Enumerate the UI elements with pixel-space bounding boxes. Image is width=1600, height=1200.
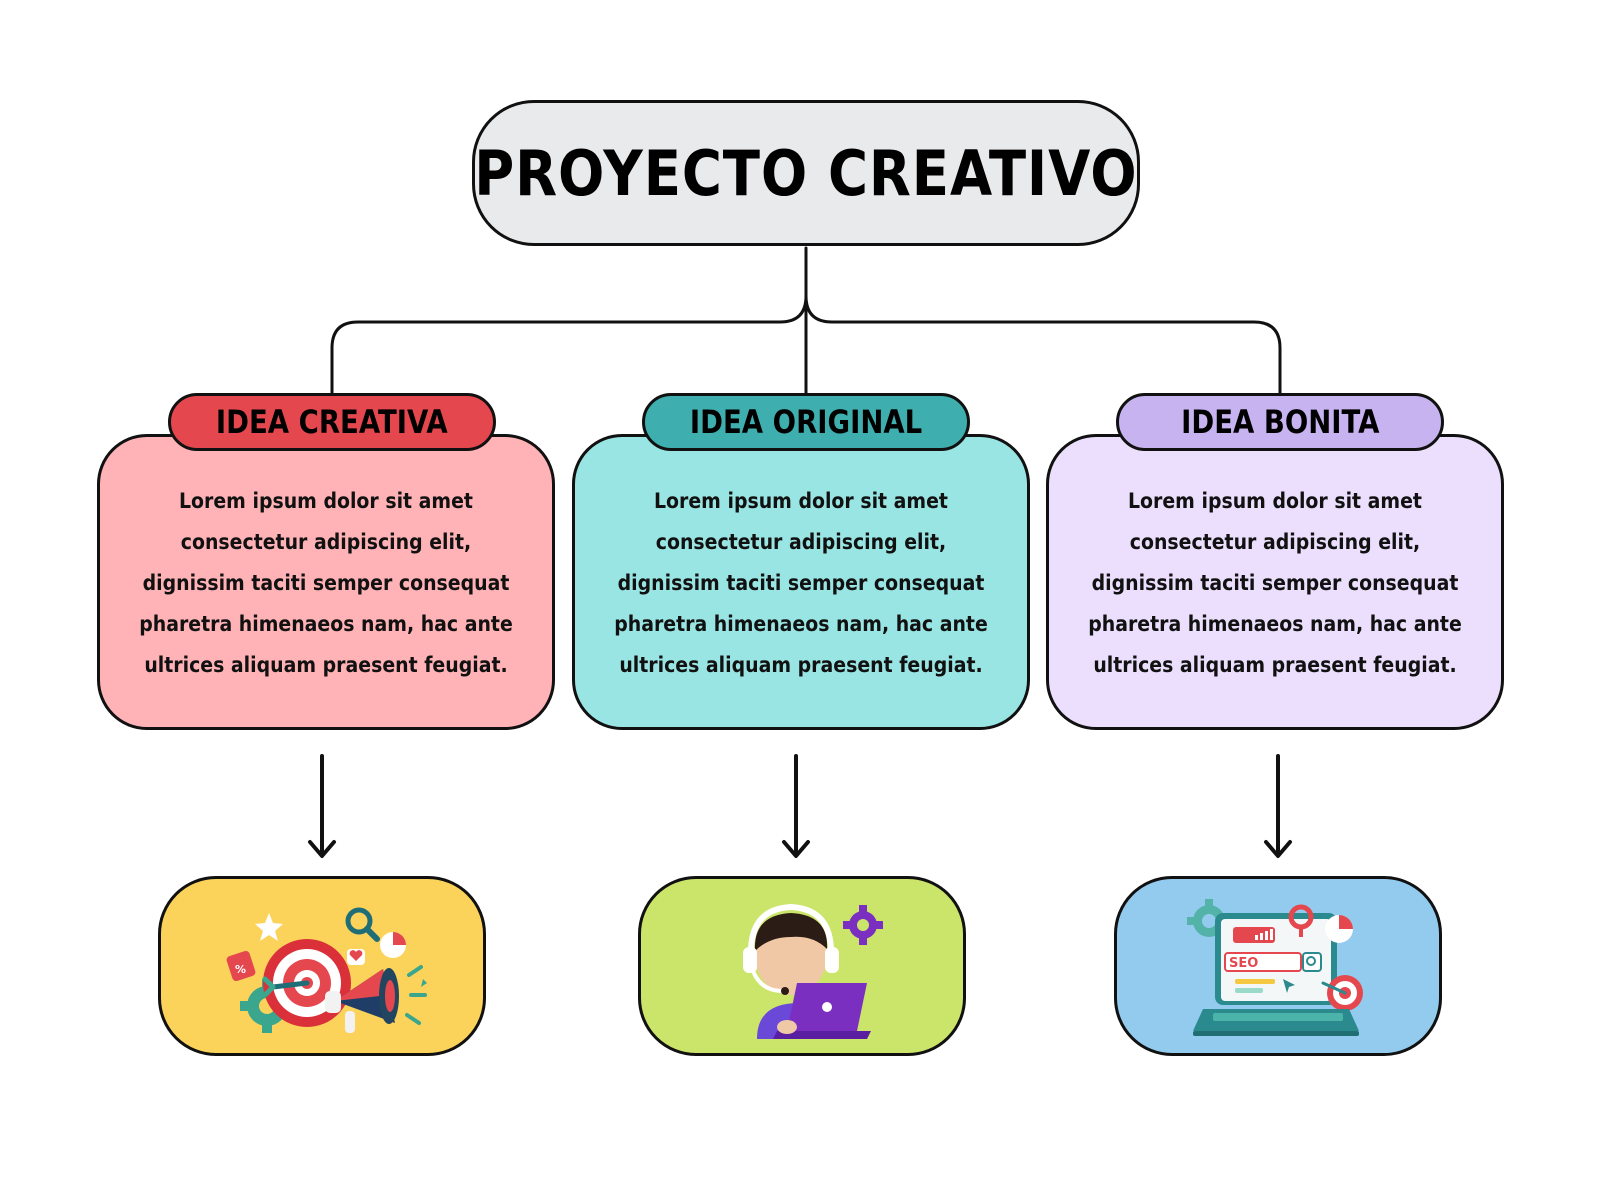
arrow-down-right <box>1264 754 1292 858</box>
icon-box-marketing: % <box>158 876 486 1056</box>
support-agent-laptop-icon <box>743 903 883 1039</box>
arrow-down-center <box>782 754 810 858</box>
card-label-idea-original: IDEA ORIGINAL <box>642 393 970 451</box>
percent-label: % <box>235 963 246 976</box>
arrow-down-left <box>308 754 336 858</box>
title-node: PROYECTO CREATIVO <box>472 100 1140 246</box>
seo-label: SEO <box>1229 956 1258 971</box>
card-label-idea-bonita: IDEA BONITA <box>1116 393 1444 451</box>
icon-box-seo: SEO <box>1114 876 1442 1056</box>
branch-connector-right <box>804 294 1282 397</box>
card-label-text: IDEA CREATIVA <box>216 403 448 441</box>
card-body-text: Lorem ipsum dolor sit amet consectetur a… <box>1088 489 1462 677</box>
card-label-text: IDEA BONITA <box>1180 403 1380 441</box>
marketing-target-megaphone-icon: % <box>226 907 427 1033</box>
icon-box-support-agent <box>638 876 966 1056</box>
card-label-text: IDEA ORIGINAL <box>689 403 923 441</box>
card-body-text: Lorem ipsum dolor sit amet consectetur a… <box>614 489 988 677</box>
card-label-idea-creativa: IDEA CREATIVA <box>168 393 496 451</box>
page-title: PROYECTO CREATIVO <box>474 136 1138 210</box>
card-idea-original: Lorem ipsum dolor sit amet consectetur a… <box>572 434 1030 730</box>
card-idea-bonita: Lorem ipsum dolor sit amet consectetur a… <box>1046 434 1504 730</box>
branch-connector-left <box>330 294 808 397</box>
seo-laptop-icon: SEO <box>1187 899 1363 1036</box>
card-idea-creativa: Lorem ipsum dolor sit amet consectetur a… <box>97 434 555 730</box>
card-body-text: Lorem ipsum dolor sit amet consectetur a… <box>139 489 513 677</box>
